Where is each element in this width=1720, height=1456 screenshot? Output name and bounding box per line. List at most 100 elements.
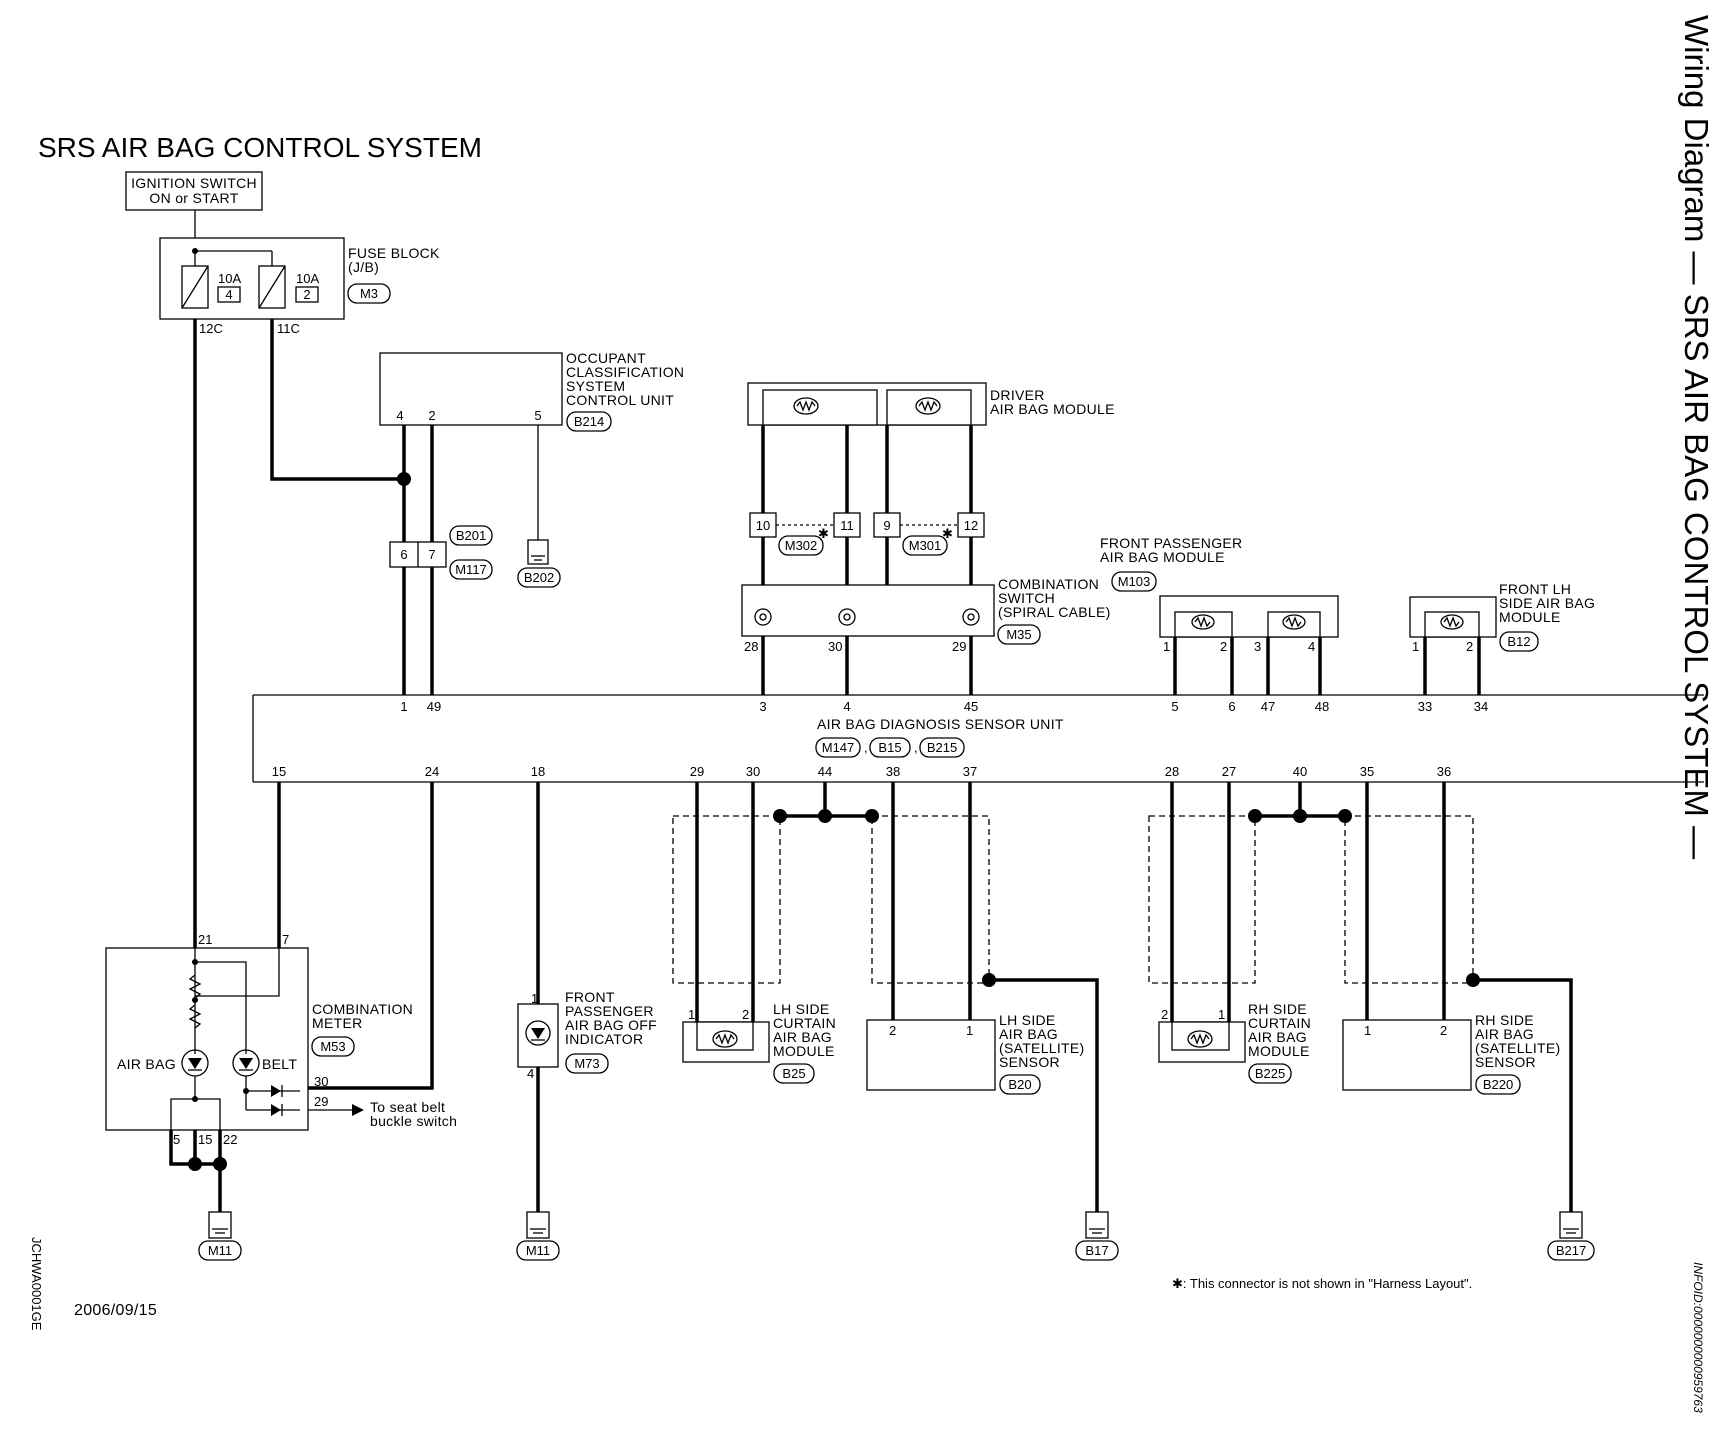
svg-text:AIR BAG: AIR BAG: [1475, 1026, 1534, 1042]
squib-icon: [915, 397, 941, 415]
fuse-block-sublabel: (J/B): [348, 259, 379, 275]
svg-text:AIR BAG DIAGNOSIS SENSOR UNIT: AIR BAG DIAGNOSIS SENSOR UNIT: [817, 716, 1064, 732]
svg-text:AIR BAG: AIR BAG: [117, 1056, 176, 1072]
svg-text:DRIVER: DRIVER: [990, 387, 1045, 403]
squib-icon: [793, 397, 819, 415]
squib-icon: [1440, 614, 1464, 630]
svg-text:M53: M53: [320, 1039, 345, 1054]
svg-text:9: 9: [883, 518, 890, 533]
svg-text:30: 30: [746, 764, 760, 779]
svg-text:AIR BAG OFF: AIR BAG OFF: [565, 1017, 657, 1033]
svg-text:RH SIDE: RH SIDE: [1475, 1012, 1534, 1028]
svg-text:M103: M103: [1118, 574, 1151, 589]
fuse-out-12c: 12C: [199, 321, 223, 336]
footnote: ✱: This connector is not shown in "Harne…: [1172, 1276, 1472, 1291]
svg-text:B202: B202: [524, 570, 554, 585]
fuse-out-11c: 11C: [277, 321, 300, 336]
arrow-right-icon: [352, 1104, 364, 1116]
svg-text:M35: M35: [1006, 627, 1031, 642]
connector-badge: [566, 411, 612, 432]
info-id: INFOID:0000000000959763: [1691, 1262, 1705, 1413]
svg-text:B17: B17: [1085, 1243, 1108, 1258]
svg-text:FRONT PASSENGER: FRONT PASSENGER: [1100, 535, 1242, 551]
svg-text:5: 5: [534, 408, 541, 423]
svg-text:45: 45: [964, 699, 978, 714]
svg-text:12: 12: [964, 518, 978, 533]
svg-text:7: 7: [428, 547, 435, 562]
svg-text:PASSENGER: PASSENGER: [565, 1003, 654, 1019]
svg-text:LH SIDE: LH SIDE: [999, 1012, 1056, 1028]
svg-text:M11: M11: [526, 1243, 550, 1258]
svg-text:44: 44: [818, 764, 832, 779]
svg-text:METER: METER: [312, 1015, 363, 1031]
svg-text:40: 40: [1293, 764, 1307, 779]
ground-b17-icon: B17: [1075, 1211, 1119, 1261]
svg-text:AIR BAG MODULE: AIR BAG MODULE: [1100, 549, 1225, 565]
svg-text:18: 18: [531, 764, 545, 779]
svg-text:M301: M301: [909, 538, 942, 553]
svg-text:MODULE: MODULE: [773, 1043, 835, 1059]
svg-text:(SATELLITE): (SATELLITE): [1475, 1040, 1561, 1056]
svg-text:M147: M147: [822, 740, 855, 755]
combination-meter: 21 7 AIR BAG BELT 30 29 5 15 22 COMBINAT…: [105, 932, 413, 1147]
fuse-1-number: 4: [225, 287, 232, 302]
svg-text:4: 4: [1308, 639, 1315, 654]
svg-text:BELT: BELT: [262, 1056, 297, 1072]
svg-text:7: 7: [282, 932, 289, 947]
lh-side-satellite-sensor: 2 1 LH SIDE AIR BAG (SATELLITE) SENSOR B…: [866, 1012, 1084, 1095]
svg-text:B25: B25: [782, 1066, 805, 1081]
lh-side-curtain-airbag-module: 1 2 LH SIDE CURTAIN AIR BAG MODULE B25: [682, 1001, 836, 1084]
svg-text:15: 15: [272, 764, 286, 779]
spiral-cable-icon: [754, 608, 772, 626]
passenger-airbag-off-indicator: 1 4 FRONT PASSENGER AIR BAG OFF INDICATO…: [517, 989, 657, 1081]
svg-text:SYSTEM: SYSTEM: [566, 378, 625, 394]
svg-text:B12: B12: [1507, 634, 1530, 649]
ground-m11-meter-icon: M11: [198, 1211, 242, 1261]
combination-switch: 28 30 29 COMBINATION SWITCH (SPIRAL CABL…: [741, 576, 1110, 654]
fuse-block: 10A 4 10A 2 FUSE BLOCK (J/B) M3 12C 11C: [159, 237, 440, 336]
svg-text:B215: B215: [927, 740, 957, 755]
squib-icon: [1282, 614, 1306, 630]
svg-text:2: 2: [1220, 639, 1227, 654]
svg-text:5: 5: [173, 1132, 180, 1147]
svg-text:27: 27: [1222, 764, 1236, 779]
svg-text:✱: ✱: [818, 526, 829, 541]
fuse-2-number: 2: [303, 287, 310, 302]
svg-text:RH SIDE: RH SIDE: [1248, 1001, 1307, 1017]
doc-code: JCHWA0001GE: [29, 1237, 44, 1331]
ignition-label-1: IGNITION SWITCH: [131, 175, 257, 191]
svg-text:OCCUPANT: OCCUPANT: [566, 350, 646, 366]
svg-text:COMBINATION: COMBINATION: [998, 576, 1099, 592]
svg-text:INDICATOR: INDICATOR: [565, 1031, 643, 1047]
svg-text:AIR BAG: AIR BAG: [999, 1026, 1058, 1042]
svg-text:47: 47: [1261, 699, 1275, 714]
svg-text:M11: M11: [208, 1243, 232, 1258]
svg-text:LH SIDE: LH SIDE: [773, 1001, 830, 1017]
svg-text:37: 37: [963, 764, 977, 779]
rh-side-curtain-airbag-module: 2 1 RH SIDE CURTAIN AIR BAG MODULE B225: [1158, 1001, 1311, 1084]
svg-text:28: 28: [1165, 764, 1179, 779]
fuse-block-label: FUSE BLOCK: [348, 245, 440, 261]
svg-text:36: 36: [1437, 764, 1451, 779]
svg-text:29: 29: [690, 764, 704, 779]
squib-icon: [1187, 1030, 1213, 1048]
svg-text:AIR BAG MODULE: AIR BAG MODULE: [990, 401, 1115, 417]
svg-text:B225: B225: [1255, 1066, 1285, 1081]
svg-text:M117: M117: [455, 562, 487, 577]
svg-text:FRONT: FRONT: [565, 989, 615, 1005]
diode-icon: [271, 1104, 281, 1116]
ground-b217-icon: B217: [1547, 1211, 1595, 1261]
front-passenger-airbag-module: FRONT PASSENGER AIR BAG MODULE M103 1 2 …: [1100, 535, 1339, 654]
svg-text:2: 2: [1161, 1007, 1168, 1022]
joint-connector: 6 7 B201 M117: [389, 525, 493, 580]
squib-icon: [712, 1030, 738, 1048]
svg-text:SWITCH: SWITCH: [998, 590, 1055, 606]
svg-text:30: 30: [314, 1074, 328, 1089]
svg-text:30: 30: [828, 639, 842, 654]
svg-text:35: 35: [1360, 764, 1374, 779]
svg-text:COMBINATION: COMBINATION: [312, 1001, 413, 1017]
diagram-title: SRS AIR BAG CONTROL SYSTEM: [38, 132, 482, 163]
svg-text:MODULE: MODULE: [1248, 1043, 1310, 1059]
svg-text:1: 1: [688, 1007, 695, 1022]
svg-text:CURTAIN: CURTAIN: [1248, 1015, 1311, 1031]
